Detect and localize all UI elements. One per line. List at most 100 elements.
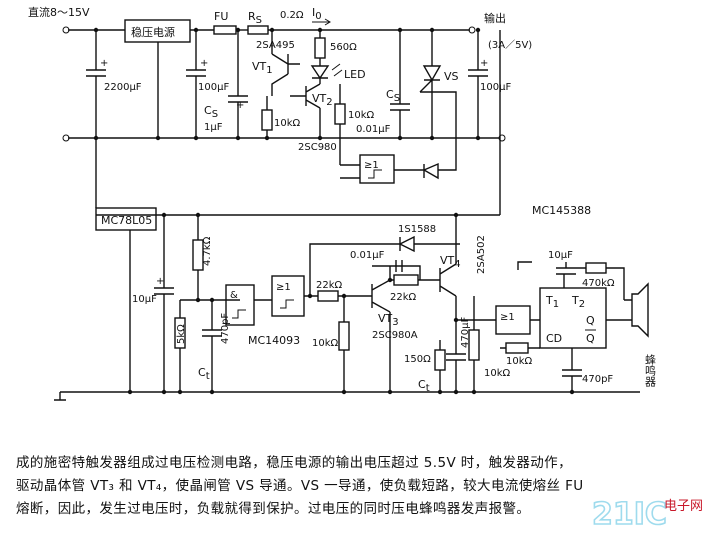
resistor-470k: 470kΩ <box>576 262 625 300</box>
svg-text:I0: I0 <box>312 6 322 22</box>
svg-text:Ct: Ct <box>198 366 210 382</box>
svg-text:100μF: 100μF <box>480 82 511 93</box>
svg-text:0.2Ω: 0.2Ω <box>280 10 304 21</box>
svg-text:≥1: ≥1 <box>364 160 379 171</box>
svg-text:VT3: VT3 <box>378 312 399 328</box>
gate-a: ≥1 <box>340 91 457 184</box>
svg-text:FU: FU <box>214 10 228 23</box>
svg-text:470pF: 470pF <box>582 374 613 385</box>
capacitor-470p-b: 470pF <box>562 348 613 392</box>
circuit-schematic: 直流8～15V 输出 (3A／5V) 稳压电源 FU RS 0.2Ω I0 + … <box>28 5 657 401</box>
capacitor-10u-b: 10μF <box>517 250 576 288</box>
svg-text:≥1: ≥1 <box>500 312 515 323</box>
caption-line-2: 驱动晶体管 VT₃ 和 VT₄，使晶闸管 VS 导通。VS 一导通，使负载短路，… <box>16 478 584 494</box>
svg-text:VS: VS <box>444 70 459 83</box>
input-voltage-label: 直流8～15V <box>28 5 90 19</box>
svg-text:10μF: 10μF <box>548 250 573 261</box>
gate-d: ≥1 <box>456 305 540 335</box>
resistor-10k-d: 10kΩ <box>468 296 511 392</box>
fuse: FU <box>213 10 237 35</box>
resistor-10k-c: 10kΩ <box>312 296 350 392</box>
svg-text:0.01μF: 0.01μF <box>356 124 391 135</box>
svg-text:1S1588: 1S1588 <box>398 224 436 235</box>
svg-text:10μF: 10μF <box>132 294 157 305</box>
svg-text:Q: Q <box>586 314 595 327</box>
svg-text:10kΩ: 10kΩ <box>484 368 511 379</box>
input-capacitor-2200: + 2200μF <box>86 30 142 138</box>
svg-text:10kΩ: 10kΩ <box>506 356 533 367</box>
svg-text:10kΩ: 10kΩ <box>312 338 339 349</box>
svg-text:CD: CD <box>546 332 562 345</box>
caption-line-3: 熔断，因此，发生过电压时，负载就得到保护。过电压的同时压电蜂鸣器发声报警。 <box>16 501 531 517</box>
gate-b: & <box>225 284 272 326</box>
svg-text:VT4: VT4 <box>440 254 461 270</box>
gate-c: ≥1 22kΩ <box>271 275 358 317</box>
svg-text:0.01μF: 0.01μF <box>350 250 385 261</box>
svg-text:+: + <box>480 58 488 69</box>
svg-text:10kΩ: 10kΩ <box>274 118 301 129</box>
transistor-vt1: VT1 2SA495 <box>252 30 300 96</box>
resistor-10k-vt1: 10kΩ <box>261 96 301 138</box>
transistor-vt4: VT4 2SA502 <box>430 215 487 340</box>
regulator-block: 稳压电源 <box>124 19 191 138</box>
svg-text:560Ω: 560Ω <box>330 42 357 53</box>
svg-text:21IC: 21IC <box>592 497 667 532</box>
svg-text:稳压电源: 稳压电源 <box>131 25 175 39</box>
output-spec-label: (3A／5V) <box>488 39 532 51</box>
svg-text:100μF: 100μF <box>198 82 229 93</box>
svg-text:5kΩ: 5kΩ <box>176 324 187 344</box>
resistor-22k-b: 22kΩ <box>390 274 430 303</box>
diode-1s1588: 1S1588 <box>309 224 460 296</box>
svg-text:CS: CS <box>386 88 400 104</box>
svg-text:+: + <box>156 276 164 287</box>
regulator-capacitor-100: + 100μF <box>186 30 229 138</box>
transistor-vt2: VT2 2SC980 <box>290 83 337 153</box>
mc14093-label: MC14093 <box>248 334 300 347</box>
mc145388-label: MC145388 <box>532 204 591 217</box>
capacitor-470p-a: 470pF Ct <box>198 300 231 392</box>
svg-text:4.7kΩ: 4.7kΩ <box>202 236 213 266</box>
svg-text:VT2: VT2 <box>312 92 333 108</box>
capacitor-10u-a: + 10μF <box>132 215 174 392</box>
led: LED <box>310 63 366 84</box>
buzzer: 蜂鸣器 <box>624 282 657 388</box>
output-label: 输出 <box>484 11 506 25</box>
svg-text:MC78L05: MC78L05 <box>101 214 152 227</box>
resistor-150: 150Ω <box>404 340 446 392</box>
svg-text:Ct: Ct <box>418 378 430 394</box>
shunt-resistor: RS 0.2Ω I0 <box>247 6 331 35</box>
resistor-10k-b: 10kΩ <box>334 84 375 165</box>
svg-text:+: + <box>236 100 244 111</box>
transistor-vt3: VT3 2SC980A <box>358 279 418 392</box>
svg-text:&: & <box>230 290 238 301</box>
svg-text:2200μF: 2200μF <box>104 82 142 93</box>
svg-text:T2: T2 <box>571 294 585 310</box>
capacitor-001-b: 0.01μF <box>350 250 421 280</box>
svg-text:电子网: 电子网 <box>664 499 703 514</box>
output-capacitor-100: + 100μF <box>468 30 511 138</box>
capacitor-cs-001: CS 0.01μF <box>356 30 410 138</box>
resistor-5k: 5kΩ <box>174 300 187 392</box>
ground-symbol <box>54 392 66 401</box>
svg-text:470kΩ: 470kΩ <box>582 278 615 289</box>
svg-text:22kΩ: 22kΩ <box>316 280 343 291</box>
svg-text:2SA495: 2SA495 <box>256 40 295 51</box>
resistor-47k: 4.7kΩ <box>192 215 213 300</box>
capacitor-cs-1u: + CS 1μF <box>204 30 248 138</box>
svg-text:Q: Q <box>586 332 595 345</box>
svg-text:22kΩ: 22kΩ <box>390 292 417 303</box>
svg-text:T1: T1 <box>545 294 559 310</box>
svg-text:+: + <box>200 58 208 69</box>
svg-text:2SC980: 2SC980 <box>298 142 337 153</box>
svg-text:1μF: 1μF <box>204 122 223 133</box>
svg-text:2SC980A: 2SC980A <box>372 330 418 341</box>
capacitor-470u: 470μF Ct <box>418 317 471 394</box>
svg-text:蜂鸣器: 蜂鸣器 <box>644 353 657 388</box>
input-terminals: 直流8～15V 输出 (3A／5V) <box>28 5 532 142</box>
thyristor-vs: VS <box>419 30 459 138</box>
svg-text:470pF: 470pF <box>220 313 231 344</box>
resistor-10k-e: 10kΩ <box>500 342 540 367</box>
resistor-560: 560Ω <box>314 30 357 66</box>
svg-text:470μF: 470μF <box>460 317 471 348</box>
svg-text:+: + <box>100 58 108 69</box>
